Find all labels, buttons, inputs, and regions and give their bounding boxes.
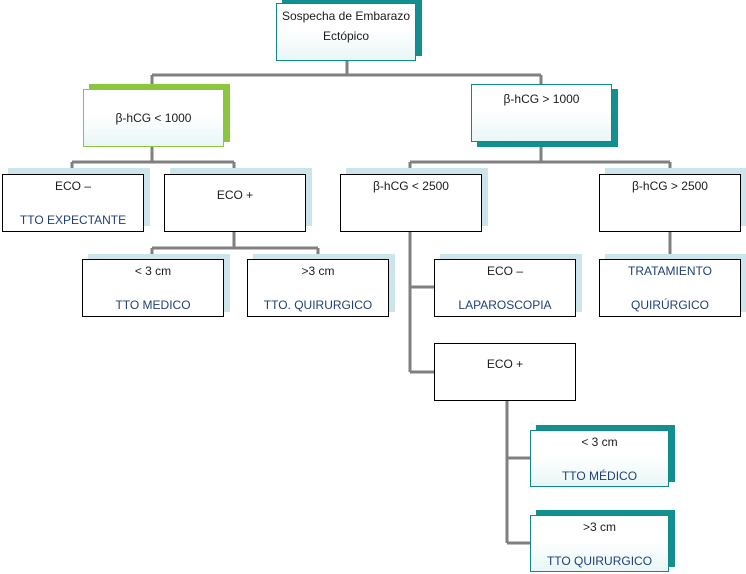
eco-positive-mid-label: ECO + xyxy=(486,357,524,371)
tratamiento-quirurgico-node: TRATAMIENTO QUIRÚRGICO xyxy=(599,254,746,317)
lt-3cm-left-title: < 3 cm xyxy=(134,264,172,278)
lt-3cm-mid-treatment: TTO MÉDICO xyxy=(561,469,638,483)
eco-positive-mid-node: ECO + xyxy=(434,343,582,401)
eco-negative-left-title: ECO – xyxy=(54,179,91,193)
lt-3cm-left-treatment: TTO MEDICO xyxy=(115,298,191,312)
root-node: Sospecha de Embarazo Ectópico xyxy=(276,0,422,61)
lt-3cm-mid-node: < 3 cm TTO MÉDICO xyxy=(530,425,675,487)
root-title-line1: Sospecha de Embarazo xyxy=(281,9,411,23)
lt-3cm-mid-title: < 3 cm xyxy=(581,435,618,449)
eco-positive-left-node: ECO + xyxy=(164,168,312,232)
gt-3cm-mid-treatment: TTO QUIRURGICO xyxy=(546,554,653,568)
root-title-line2: Ectópico xyxy=(322,29,370,43)
hcg-lt-2500-label: β-hCG < 2500 xyxy=(373,179,449,193)
hcg-gt-2500-label: β-hCG > 2500 xyxy=(632,179,708,193)
gt-3cm-left-node: >3 cm TTO. QUIRURGICO xyxy=(247,254,395,317)
tratamiento-quirurgico-line2: QUIRÚRGICO xyxy=(631,298,709,312)
gt-3cm-mid-node: >3 cm TTO QUIRURGICO xyxy=(530,510,675,572)
eco-negative-left-treatment: TTO EXPECTANTE xyxy=(19,213,127,227)
tratamiento-quirurgico-line1: TRATAMIENTO xyxy=(628,264,712,278)
eco-negative-left-node: ECO – TTO EXPECTANTE xyxy=(2,168,150,232)
eco-negative-mid-treatment: LAPAROSCOPIA xyxy=(458,298,552,312)
hcg-gt-1000-node: β-hCG > 1000 xyxy=(471,84,618,147)
hcg-lt-1000-node: β-hCG < 1000 xyxy=(83,84,230,147)
hcg-gt-1000-label: β-hCG > 1000 xyxy=(503,92,580,106)
eco-negative-mid-node: ECO – LAPAROSCOPIA xyxy=(434,254,582,317)
eco-negative-mid-title: ECO – xyxy=(486,264,523,278)
gt-3cm-left-treatment: TTO. QUIRURGICO xyxy=(263,298,373,312)
gt-3cm-mid-title: >3 cm xyxy=(582,520,616,534)
hcg-gt-2500-node: β-hCG > 2500 xyxy=(599,168,746,232)
gt-3cm-left-title: >3 cm xyxy=(301,264,335,278)
eco-positive-left-label: ECO + xyxy=(216,188,254,202)
hcg-lt-1000-label: β-hCG < 1000 xyxy=(115,111,192,125)
lt-3cm-left-node: < 3 cm TTO MEDICO xyxy=(82,254,230,317)
hcg-lt-2500-node: β-hCG < 2500 xyxy=(340,168,488,232)
